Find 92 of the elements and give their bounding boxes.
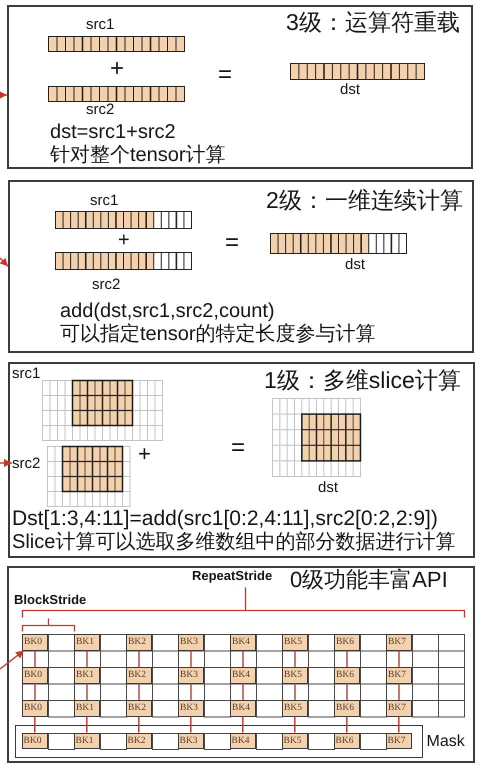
- block-cell: BK4: [230, 732, 256, 748]
- block-cell: BK2: [126, 700, 152, 716]
- array-label: src1: [12, 366, 40, 382]
- panel-title: 2级：一维连续计算: [266, 188, 463, 214]
- block-cell: BK0: [22, 634, 48, 650]
- panel-title: 3级：运算符重载: [286, 10, 460, 36]
- block-cell: BK3: [178, 700, 204, 716]
- connector-line: [346, 650, 348, 667]
- connector-line: [242, 716, 244, 732]
- block-cell: BK3: [178, 732, 204, 748]
- equals-sign: =: [218, 62, 232, 88]
- block-cell: BK1: [74, 732, 100, 748]
- block-cell: BK2: [126, 732, 152, 748]
- connector-line: [346, 716, 348, 732]
- block-cell: BK5: [282, 667, 308, 684]
- arrow: [0, 459, 12, 467]
- connector-line: [138, 650, 140, 667]
- block-cell: BK7: [386, 732, 412, 748]
- block-cell: BK4: [230, 667, 256, 684]
- description: Slice计算可以选取多维数组中的部分数据进行计算: [12, 531, 456, 553]
- block-cell: BK6: [334, 667, 360, 684]
- block-cell: BK2: [126, 667, 152, 684]
- block-cell: BK6: [334, 634, 360, 650]
- connector-line: [138, 684, 140, 700]
- block-cell: BK5: [282, 700, 308, 716]
- block-cell: BK6: [334, 700, 360, 716]
- description: 针对整个tensor计算: [50, 144, 226, 166]
- block-cell: BK4: [230, 700, 256, 716]
- panel-title: 0级功能丰富API: [290, 568, 448, 592]
- bracket-label: BlockStride: [14, 593, 86, 608]
- connector-line: [242, 684, 244, 700]
- connector-line: [294, 716, 296, 732]
- array-label: src2: [12, 456, 40, 472]
- connector-line: [86, 684, 88, 700]
- block-cell: BK1: [74, 667, 100, 684]
- connector-line: [34, 684, 36, 700]
- panel: [8, 180, 474, 353]
- connector-line: [86, 716, 88, 732]
- arrow: [0, 258, 8, 267]
- array-label: src2: [86, 102, 114, 118]
- block-cell: BK2: [126, 634, 152, 650]
- block-cell: BK4: [230, 634, 256, 650]
- block-cell: BK7: [386, 700, 412, 716]
- panel: [8, 362, 475, 558]
- array-label: src1: [90, 193, 118, 210]
- block-cell: BK3: [178, 634, 204, 650]
- block-cell: BK0: [22, 667, 48, 684]
- block-cell: BK3: [178, 667, 204, 684]
- connector-line: [86, 650, 88, 667]
- connector-line: [294, 650, 296, 667]
- panel: [7, 5, 473, 169]
- connector-line: [398, 684, 400, 700]
- code-line: add(dst,src1,src2,count): [60, 300, 275, 322]
- array-label: src2: [92, 277, 120, 294]
- connector-line: [190, 716, 192, 732]
- connector-line: [138, 716, 140, 732]
- connector-line: [294, 684, 296, 700]
- connector-line: [34, 716, 36, 732]
- array-label: dst: [340, 82, 360, 98]
- equals-sign: =: [231, 435, 246, 462]
- equals-sign: =: [225, 230, 240, 256]
- connector-line: [242, 650, 244, 667]
- array-label: dst: [318, 480, 338, 496]
- panel-title: 1级：多维slice计算: [264, 368, 461, 394]
- connector-line: [190, 650, 192, 667]
- arrow: [0, 91, 7, 99]
- array-label: dst: [345, 257, 366, 274]
- connector-line: [398, 650, 400, 667]
- panel: [7, 566, 475, 763]
- block-cell: BK7: [386, 667, 412, 684]
- connector-line: [34, 650, 36, 667]
- connector-line: [346, 684, 348, 700]
- block-cell: BK1: [74, 634, 100, 650]
- block-cell: BK5: [282, 634, 308, 650]
- block-cell: BK5: [282, 732, 308, 748]
- description: 可以指定tensor的特定长度参与计算: [60, 323, 376, 345]
- block-cell: BK0: [22, 732, 48, 748]
- block-cell: BK7: [386, 634, 412, 650]
- connector-line: [190, 684, 192, 700]
- arrow: [0, 650, 24, 670]
- bracket-label: RepeatStride: [192, 569, 272, 584]
- code-line: Dst[1:3,4:11]=add(src1[0:2,4:11],src2[0:2,2:9]): [12, 507, 438, 530]
- block-cell: BK1: [74, 700, 100, 716]
- code-line: dst=src1+src2: [50, 121, 176, 143]
- plus-sign: +: [138, 442, 151, 466]
- plus-sign: +: [110, 56, 124, 82]
- connector-line: [398, 716, 400, 732]
- plus-sign: +: [118, 229, 130, 251]
- array-label: src1: [86, 17, 114, 34]
- row-label: Mask: [426, 732, 465, 750]
- block-cell: BK6: [334, 732, 360, 748]
- block-cell: BK0: [22, 700, 48, 716]
